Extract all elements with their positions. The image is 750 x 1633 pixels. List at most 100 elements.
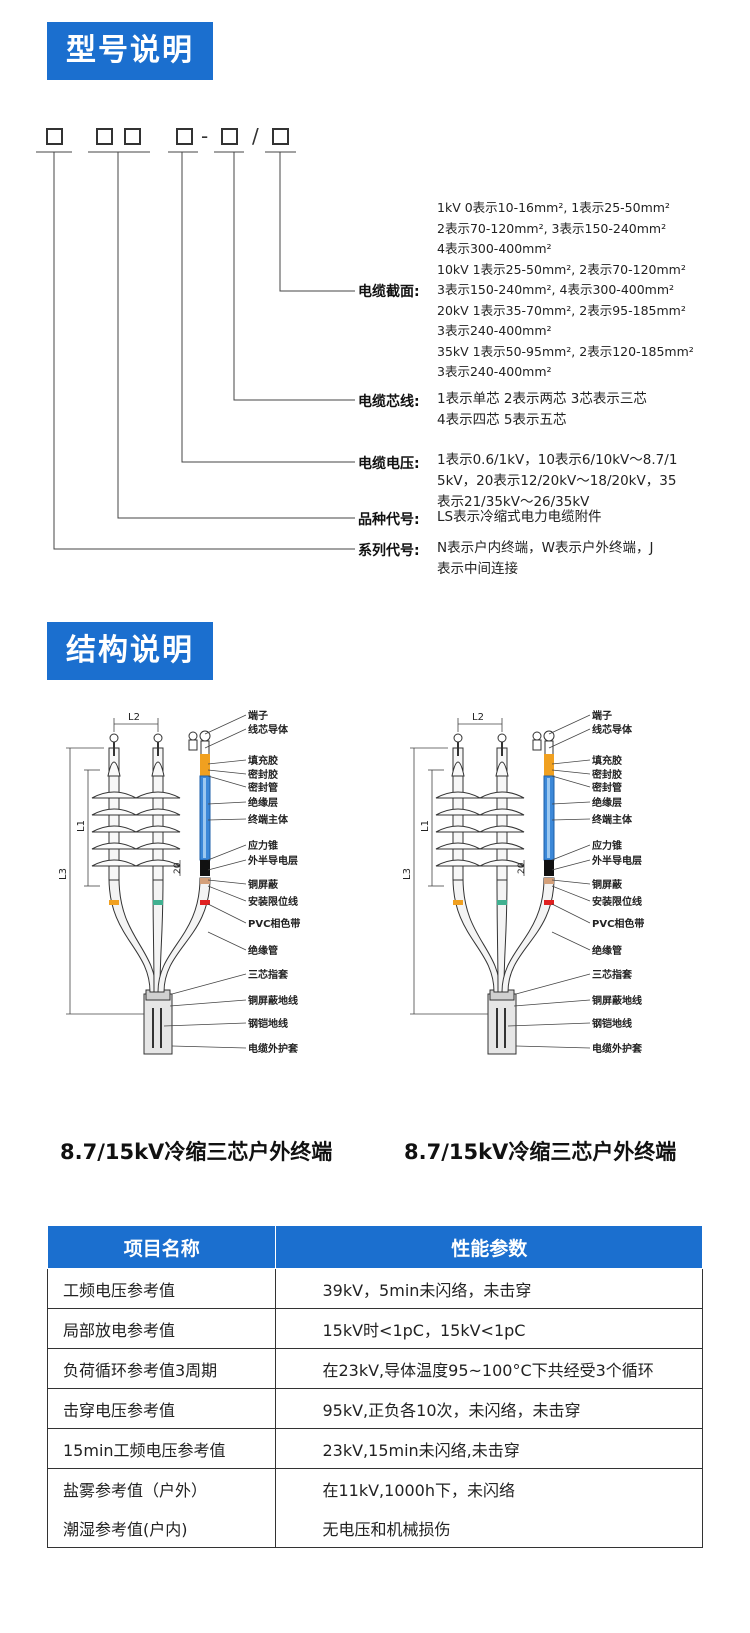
model-code-lines (36, 151, 355, 550)
callout-line (207, 879, 247, 885)
label-cable-cores: 电缆芯线: (358, 394, 420, 410)
desc-line: LS表示冷缩式电力电缆附件 (437, 509, 602, 525)
insulation-highlight (203, 778, 206, 858)
terminal-lug (497, 733, 507, 743)
insulator-shed (135, 842, 181, 850)
part-label: 线芯导体 (592, 723, 633, 736)
caption-right: 8.7/15kV冷缩三芯户外终端 (404, 1140, 677, 1164)
desc-line: 3表示240-400mm² (437, 364, 552, 379)
callout-line (551, 885, 591, 902)
label-cable-section: 电缆截面: (358, 284, 420, 300)
pvc-phase-band (200, 900, 210, 905)
desc-line: 4表示300-400mm² (437, 241, 552, 256)
part-label: 铜屏蔽地线 (592, 994, 642, 1007)
dim-label-l1: L1 (76, 820, 87, 832)
part-label: 端子 (592, 709, 612, 722)
part-label: 电缆外护套 (248, 1042, 299, 1055)
table-row: 盐雾参考值（户外） 在11kV,1000h下，未闪络 (46, 1468, 703, 1508)
desc-cable-voltage: 1表示0.6/1kV，10表示6/10kV～8.7/1 5kV，20表示12/2… (437, 450, 677, 513)
part-label: 铜屏蔽 (248, 878, 279, 891)
part-label: 应力锥 (248, 839, 278, 852)
part-label: 绝缘层 (248, 796, 278, 809)
desc-line: 4表示四芯 5表示五芯 (437, 412, 567, 428)
header-item-name: 项目名称 (46, 1225, 277, 1269)
insulator-shed (91, 825, 137, 833)
desc-line: 3表示240-400mm² (437, 323, 552, 338)
pvc-phase-band (497, 900, 507, 905)
code-box-cores (221, 128, 238, 145)
table-row: 潮湿参考值(户内) 无电压和机械损伤 (46, 1508, 703, 1548)
table-cell-value: 95kV,正负各10次，未闪络，未击穿 (275, 1388, 703, 1429)
callout-line (204, 714, 247, 735)
table-cell-item: 盐雾参考值（户外） (46, 1468, 277, 1508)
callout-line (548, 714, 591, 735)
desc-line: 1kV 0表示10-16mm², 1表示25-50mm² (437, 200, 670, 215)
desc-line: 2表示70-120mm², 3表示150-240mm² (437, 220, 667, 236)
part-label: 外半导电层 (591, 854, 642, 867)
part-label: 终端主体 (248, 813, 289, 826)
header-performance: 性能参数 (275, 1225, 703, 1269)
part-label: PVC相色带 (592, 917, 644, 930)
callout-line (171, 973, 247, 995)
insulation-tube (452, 877, 501, 993)
callout-line (551, 775, 591, 788)
table-row: 工频电压参考值 39kV，5min未闪络，未击穿 (46, 1268, 703, 1309)
caption-left: 8.7/15kV冷缩三芯户外终端 (60, 1140, 333, 1164)
insulator-shed (479, 842, 525, 850)
dim-label-l3: L3 (402, 868, 413, 880)
insulator-shed (91, 859, 137, 867)
part-label: 绝缘管 (248, 944, 278, 957)
desc-line: 表示中间连接 (437, 561, 518, 577)
outer-semiconductor (544, 860, 554, 876)
section-title-model: 型号说明 (47, 22, 213, 80)
code-separator-dash: - (201, 124, 209, 148)
dim-label-l2: L2 (472, 712, 484, 723)
pvc-phase-band (109, 900, 119, 905)
insulator-shed (435, 808, 481, 816)
pvc-phase-band (453, 900, 463, 905)
insulator-shed (479, 825, 525, 833)
part-label: 填充胶 (248, 754, 278, 767)
copper-shield (544, 878, 554, 884)
insulator-shed (135, 808, 181, 816)
callout-line (548, 728, 591, 749)
desc-cable-section: 1kV 0表示10-16mm², 1表示25-50mm² 2表示70-120mm… (437, 198, 694, 383)
terminal-lug (532, 731, 542, 741)
part-label: 线芯导体 (248, 723, 289, 736)
table-row: 局部放电参考值 15kV时<1pC，15kV<1pC (46, 1308, 703, 1349)
callout-line (169, 999, 247, 1007)
code-box-type-2 (124, 128, 141, 145)
part-label: 安装限位线 (592, 895, 642, 908)
callout-line (207, 885, 247, 902)
desc-line: 表示21/35kV～26/35kV (437, 494, 590, 510)
pvc-phase-band (153, 900, 163, 905)
insulation-tube (501, 877, 555, 993)
callout-line (551, 844, 591, 861)
part-label: 安装限位线 (248, 895, 298, 908)
table-cell-value: 在23kV,导体温度95~100°C下共经受3个循环 (275, 1348, 703, 1389)
table-cell-item: 局部放电参考值 (46, 1308, 277, 1349)
label-series-code: 系列代号: (358, 543, 420, 559)
code-separator-slash: / (252, 124, 259, 148)
desc-series-code: N表示户内终端，W表示户外终端，J 表示中间连接 (437, 538, 653, 580)
callout-line (207, 859, 247, 871)
part-label: 填充胶 (592, 754, 622, 767)
cable-jacket (143, 993, 173, 1055)
desc-line: 5kV，20表示12/20kV～18/20kV，35 (437, 473, 677, 489)
terminal-lug (188, 731, 198, 741)
code-box-voltage (176, 128, 193, 145)
filling-glue (200, 754, 210, 776)
table-cell-value: 无电压和机械损伤 (275, 1508, 703, 1548)
part-label: 电缆外护套 (592, 1042, 643, 1055)
filling-glue (544, 754, 554, 776)
insulation-tube (108, 877, 157, 993)
part-label: 钢铠地线 (248, 1017, 288, 1030)
callout-line (515, 1045, 591, 1049)
insulator-shed (135, 791, 181, 799)
insulator-shed (435, 825, 481, 833)
table-cell-value: 39kV，5min未闪络，未击穿 (275, 1268, 703, 1309)
callout-line (551, 759, 591, 765)
part-label: 钢铠地线 (592, 1017, 632, 1030)
desc-line: 1表示0.6/1kV，10表示6/10kV～8.7/1 (437, 452, 678, 468)
